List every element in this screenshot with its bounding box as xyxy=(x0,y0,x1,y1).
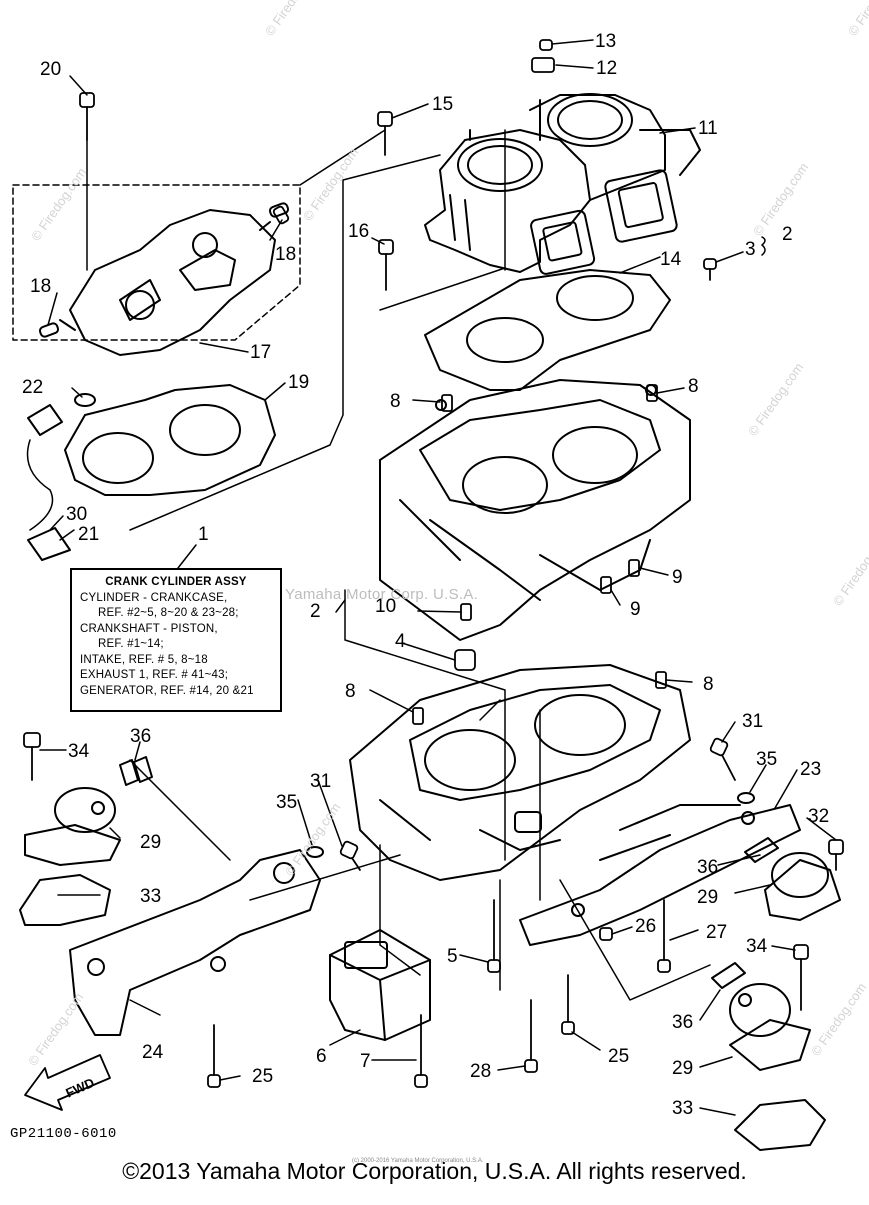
copyright-notice: ©2013 Yamaha Motor Corporation, U.S.A. A… xyxy=(122,1158,747,1184)
callout-29b: 29 xyxy=(697,887,718,908)
callout-4: 4 xyxy=(395,631,406,652)
legend-title: CRANK CYLINDER ASSY xyxy=(105,576,247,588)
legend-line: INTAKE, REF. # 5, 8~18 xyxy=(80,653,208,666)
head-gasket xyxy=(64,384,276,496)
callout-27: 27 xyxy=(706,922,727,943)
callout-23: 23 xyxy=(800,759,821,780)
legend-line: CRANKSHAFT - PISTON, xyxy=(80,622,218,635)
callout-25b: 25 xyxy=(252,1066,273,1087)
shim-right-lower xyxy=(711,962,746,989)
callout-numbers: 20 13 12 15 11 18 18 16 14 3 2 17 22 19 … xyxy=(22,31,829,1119)
callout-18b: 18 xyxy=(30,276,51,297)
callout-1: 1 xyxy=(198,524,209,545)
callout-34b: 34 xyxy=(746,936,768,957)
callout-33b: 33 xyxy=(672,1098,693,1119)
callout-26: 26 xyxy=(635,916,656,937)
engine-bracket-left xyxy=(69,849,321,1036)
callout-19: 19 xyxy=(288,372,309,393)
callout-2b: 2 xyxy=(310,601,321,622)
shim-right-upper xyxy=(744,837,779,863)
callout-12: 12 xyxy=(596,58,617,79)
generator-box xyxy=(329,929,431,1041)
legend-line: REF. #2~5, 8~20 & 23~28; xyxy=(98,607,239,619)
callout-25a: 25 xyxy=(608,1046,629,1067)
callout-7: 7 xyxy=(360,1051,371,1072)
callout-9b: 9 xyxy=(630,599,641,620)
callout-10: 10 xyxy=(375,596,396,617)
legend-line: REF. #1~14; xyxy=(98,638,164,650)
callout-15: 15 xyxy=(432,94,453,115)
cylinder-block xyxy=(424,93,701,275)
callout-8d: 8 xyxy=(703,674,714,695)
callout-5: 5 xyxy=(447,946,458,967)
callout-11: 11 xyxy=(698,118,718,139)
rubber-mount-left xyxy=(24,787,121,866)
callout-34a: 34 xyxy=(68,741,90,762)
crankcase-upper xyxy=(379,379,691,641)
callout-36c: 36 xyxy=(672,1012,693,1033)
callout-32: 32 xyxy=(808,806,829,827)
dowel-pins xyxy=(412,384,667,725)
diagram-code: GP21100-6010 xyxy=(10,1126,117,1142)
washer-right xyxy=(737,792,755,804)
crankcase-lower xyxy=(349,664,691,881)
fwd-arrow-icon xyxy=(24,1054,111,1111)
callout-24: 24 xyxy=(142,1042,164,1063)
engine-bracket-right xyxy=(519,804,801,946)
callout-29a: 29 xyxy=(140,832,161,853)
cylinder-gasket xyxy=(424,269,671,391)
callout-36b: 36 xyxy=(697,857,718,878)
callout-33a: 33 xyxy=(140,886,161,907)
legend-line: EXHAUST 1, REF. # 41~43; xyxy=(80,669,229,681)
callout-8b: 8 xyxy=(688,376,699,397)
bolts xyxy=(23,39,844,1088)
callout-20: 20 xyxy=(40,59,61,80)
assembly-legend: CRANK CYLINDER ASSY CYLINDER - CRANKCASE… xyxy=(70,568,282,712)
rubber-mount-right-lower xyxy=(729,983,811,1071)
callout-29c: 29 xyxy=(672,1058,693,1079)
callout-31b: 31 xyxy=(310,771,331,792)
callout-8a: 8 xyxy=(390,391,401,412)
callout-2a: 2 xyxy=(782,224,793,245)
legend-line: GENERATOR, REF. #14, 20 &21 xyxy=(80,684,254,697)
callout-16: 16 xyxy=(348,221,369,242)
callout-18a: 18 xyxy=(275,244,296,265)
callout-13: 13 xyxy=(595,31,616,52)
callout-36a: 36 xyxy=(130,726,151,747)
callout-30: 30 xyxy=(66,504,87,525)
cover-left xyxy=(19,874,111,926)
callout-8c: 8 xyxy=(345,681,356,702)
callout-31a: 31 xyxy=(742,711,763,732)
watermark-center: Yamaha Motor Corp. U.S.A. xyxy=(285,586,479,603)
callout-14: 14 xyxy=(660,249,682,270)
leader-lines xyxy=(39,39,837,1116)
legend-line: CYLINDER - CRANKCASE, xyxy=(80,591,228,604)
callout-17: 17 xyxy=(250,342,271,363)
washer-left xyxy=(306,846,324,858)
cylinder-head xyxy=(12,184,301,356)
callout-22: 22 xyxy=(22,377,43,398)
callout-3: 3 xyxy=(745,239,756,260)
callout-35b: 35 xyxy=(756,749,777,770)
callout-21: 21 xyxy=(78,524,99,545)
callout-28: 28 xyxy=(470,1061,491,1082)
fwd-label: FWD xyxy=(63,1075,96,1101)
callout-9a: 9 xyxy=(672,567,683,588)
cover-right xyxy=(734,1099,826,1151)
hose xyxy=(26,393,96,561)
callout-35a: 35 xyxy=(276,792,297,813)
rubber-mount-right-upper xyxy=(764,852,841,921)
shim-left xyxy=(119,756,153,786)
callout-6: 6 xyxy=(316,1046,327,1067)
fine-print: (c) 2000-2016 Yamaha Motor Corporation, … xyxy=(352,1158,484,1164)
